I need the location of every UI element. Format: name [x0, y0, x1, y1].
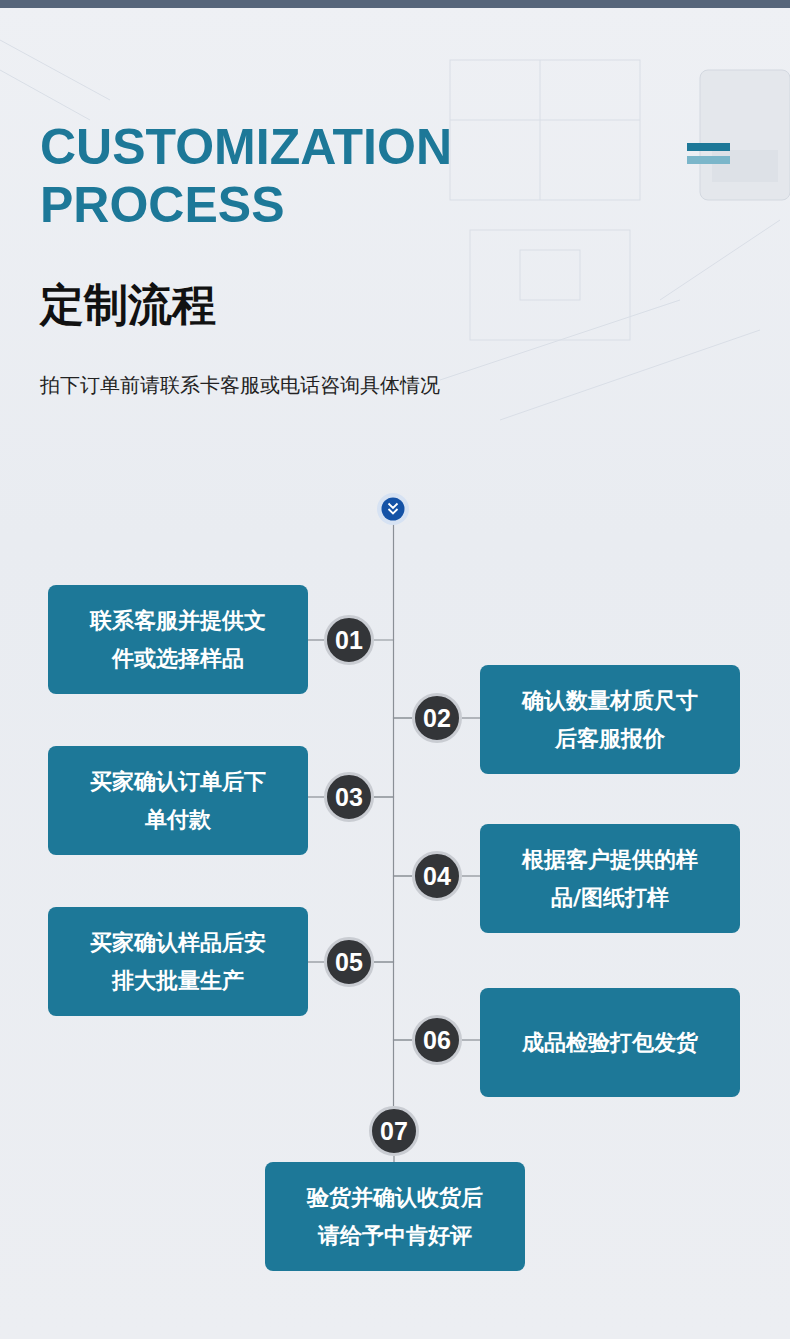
timeline-line — [374, 718, 412, 797]
step-number: 04 — [412, 851, 462, 901]
title-ornament — [687, 143, 730, 164]
connector-line — [308, 639, 324, 640]
timeline-line — [374, 876, 412, 962]
callout-number: 03 — [335, 785, 363, 810]
timeline-line — [374, 962, 412, 1040]
step-text: 买家确认订单后下单付款 — [83, 763, 273, 839]
callout-number: 07 — [380, 1119, 408, 1144]
callout-number: 06 — [423, 1028, 451, 1053]
timeline-start-icon — [377, 493, 409, 525]
process-box: 买家确认样品后安排大批量生产 — [48, 907, 308, 1016]
heading: 定制流程 — [40, 276, 216, 335]
callout-number: 04 — [423, 864, 451, 889]
step-number: 05 — [324, 937, 374, 987]
timeline-line — [394, 1040, 413, 1106]
callout-number: 02 — [423, 706, 451, 731]
english-heading: CUSTOMIZATION PROCESS — [40, 118, 600, 234]
step-number: 02 — [412, 693, 462, 743]
process-box: 买家确认订单后下单付款 — [48, 746, 308, 855]
top-bar — [0, 0, 790, 8]
connector-line — [462, 875, 480, 876]
step-text: 联系客服并提供文件或选择样品 — [83, 602, 273, 678]
connector-line — [308, 961, 324, 962]
callout-number: 05 — [335, 950, 363, 975]
process-box: 联系客服并提供文件或选择样品 — [48, 585, 308, 694]
timeline-line — [374, 797, 412, 876]
connector-line — [462, 717, 480, 718]
step-text: 验货并确认收货后请给予中肯好评 — [300, 1179, 490, 1255]
step-number: 01 — [324, 615, 374, 665]
step-number: 07 — [369, 1106, 419, 1156]
step-number: 03 — [324, 772, 374, 822]
calculator-drawing — [700, 70, 790, 200]
timeline-line — [374, 640, 412, 718]
step-text: 确认数量材质尺寸后客服报价 — [515, 682, 705, 758]
subtitle-note: 拍下订单前请联系卡客服或电话咨询具体情况 — [40, 370, 740, 400]
callout-number: 01 — [335, 628, 363, 653]
timeline-top — [393, 522, 394, 640]
process-box: 根据客户提供的样品/图纸打样 — [480, 824, 740, 933]
process-box: 确认数量材质尺寸后客服报价 — [480, 665, 740, 774]
process-box: 成品检验打包发货 — [480, 988, 740, 1097]
connector-line — [308, 796, 324, 797]
step-number: 06 — [412, 1015, 462, 1065]
step-text: 买家确认样品后安排大批量生产 — [83, 924, 273, 1000]
blueprint-drawing — [0, 40, 780, 420]
step-text: 成品检验打包发货 — [515, 1024, 705, 1062]
step-text: 根据客户提供的样品/图纸打样 — [515, 841, 705, 917]
process-box: 验货并确认收货后请给予中肯好评 — [265, 1162, 525, 1271]
connector-line — [462, 1039, 480, 1040]
